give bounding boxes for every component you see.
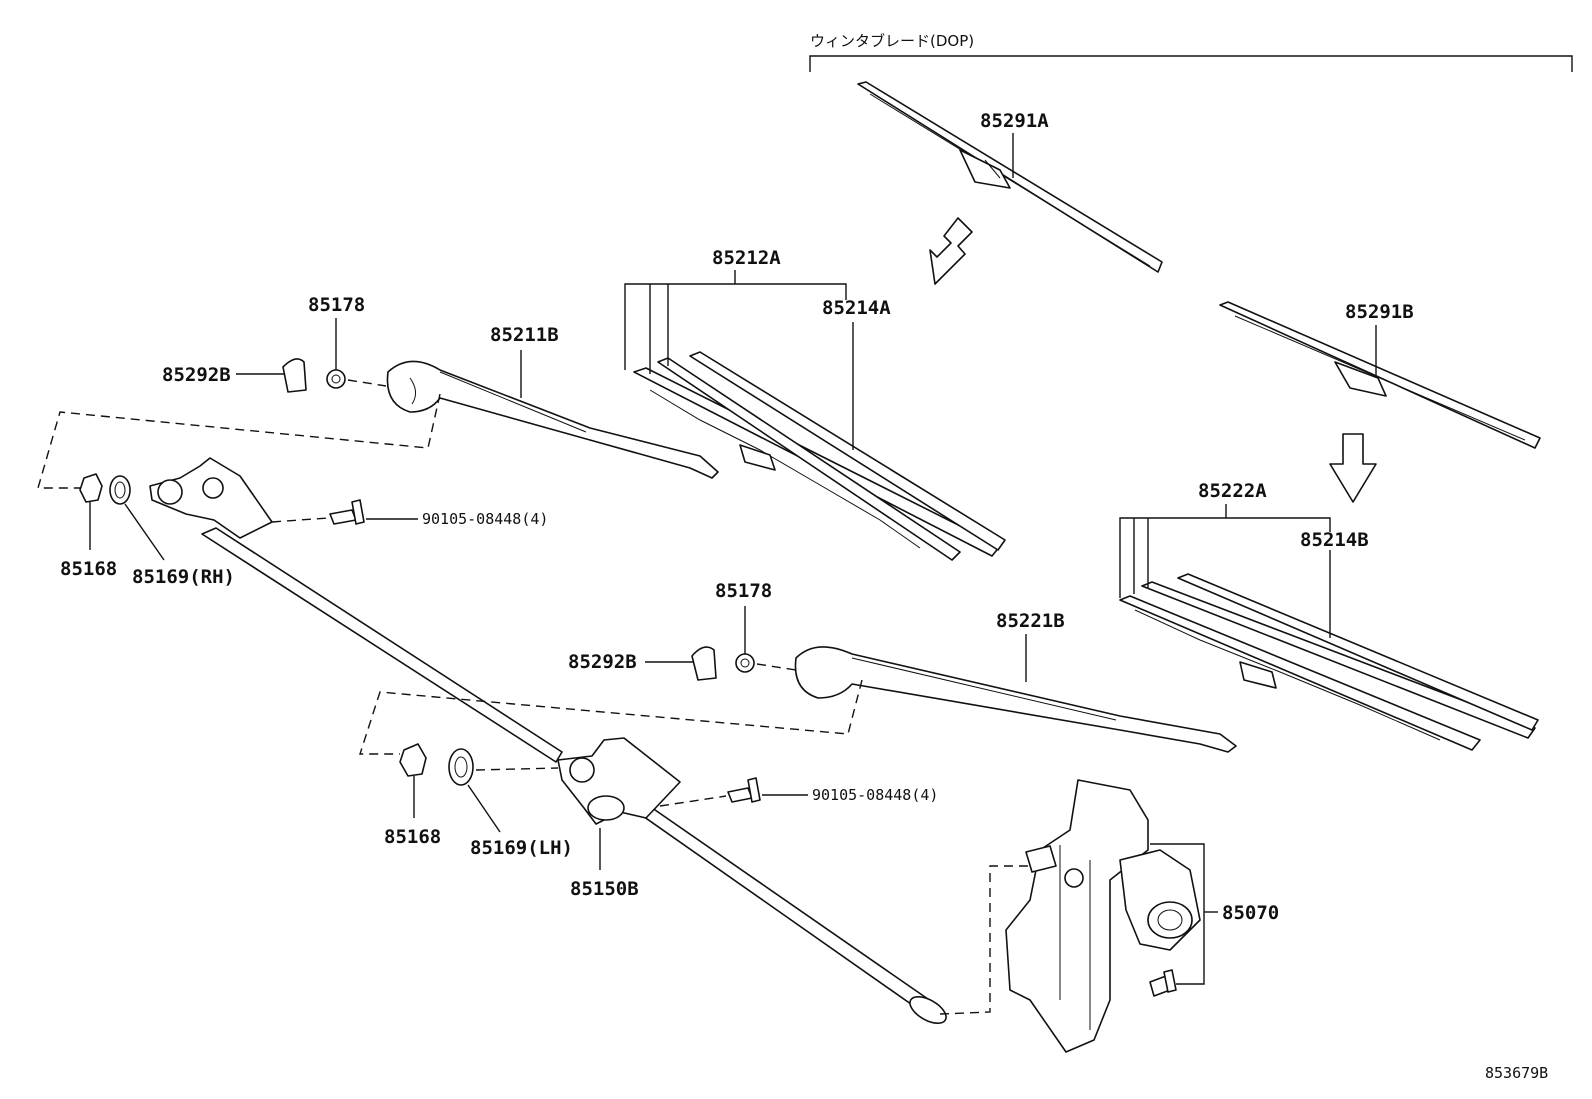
dop-bracket: ウィンタブレード(DOP): [809, 32, 1573, 72]
label-85168-left: 85168: [60, 558, 117, 580]
label-85178-top: 85178: [308, 294, 365, 316]
cap-85292B-mid[interactable]: [691, 646, 717, 681]
wiper-arm-85221B[interactable]: [794, 646, 1237, 753]
winter-blade-rear[interactable]: [1219, 301, 1541, 449]
label-85169-rh: 85169(RH): [132, 566, 235, 588]
label-85291A: 85291A: [980, 110, 1049, 132]
nut-85178-top[interactable]: [326, 369, 346, 389]
label-85292B-top: 85292B: [162, 364, 231, 386]
washer-85169-lh[interactable]: [448, 748, 474, 786]
label-85214B: 85214B: [1300, 529, 1369, 551]
bolt-90105-mid[interactable]: [727, 777, 761, 803]
label-85150B: 85150B: [570, 878, 639, 900]
label-85212A: 85212A: [712, 247, 781, 269]
label-85291B: 85291B: [1345, 301, 1414, 323]
pivot-rh[interactable]: [149, 457, 273, 539]
label-90105-mid: 90105-08448(4): [812, 786, 938, 804]
wiper-blade-rear[interactable]: [1119, 573, 1539, 751]
cap-85292B-top[interactable]: [282, 358, 307, 393]
nut-85178-mid[interactable]: [735, 653, 755, 673]
nut-85168-left[interactable]: [79, 473, 103, 503]
bolt-90105-top[interactable]: [329, 499, 365, 525]
pivot-lh[interactable]: [557, 737, 681, 825]
label-85178-mid: 85178: [715, 580, 772, 602]
label-85292B-mid: 85292B: [568, 651, 637, 673]
nut-85168-mid[interactable]: [399, 743, 427, 777]
dop-bracket-label: ウィンタブレード(DOP): [810, 32, 974, 50]
wiper-blade-front[interactable]: [633, 351, 1006, 561]
wiper-motor[interactable]: [1005, 779, 1201, 1053]
label-85211B: 85211B: [490, 324, 559, 346]
arrow-down-icon: [1329, 433, 1377, 503]
label-85168-mid: 85168: [384, 826, 441, 848]
label-85214A: 85214A: [822, 297, 891, 319]
arrow-down-icon: [929, 217, 973, 285]
label-90105-top: 90105-08448(4): [422, 510, 548, 528]
label-85070: 85070: [1222, 902, 1279, 924]
winter-blade-front[interactable]: [857, 81, 1163, 273]
label-85222A: 85222A: [1198, 480, 1267, 502]
label-85221B: 85221B: [996, 610, 1065, 632]
link-rod[interactable]: [201, 527, 950, 1029]
drawing-number: 853679B: [1485, 1064, 1548, 1082]
washer-85169-rh[interactable]: [109, 475, 131, 505]
label-85169-lh: 85169(LH): [470, 837, 573, 859]
motor-bolt[interactable]: [1149, 969, 1177, 997]
